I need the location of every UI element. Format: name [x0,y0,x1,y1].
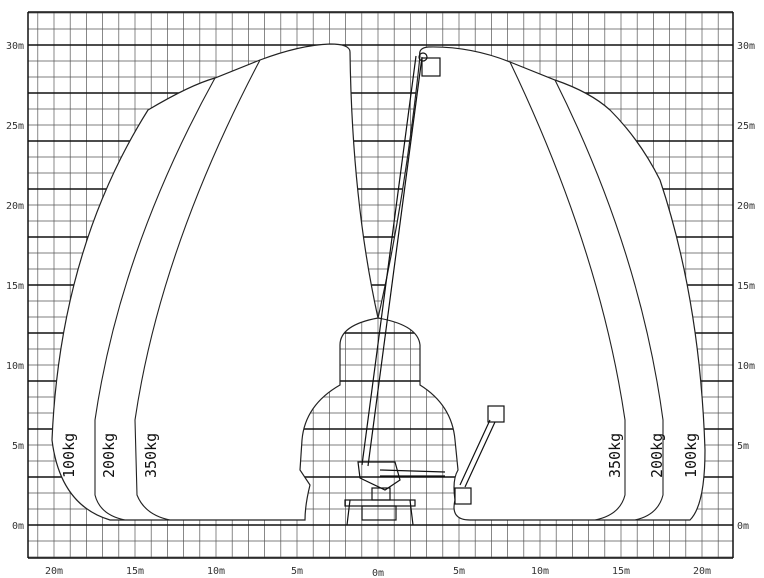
load-curve-200kg-right [554,79,664,521]
load-curve-350kg-right [509,61,626,521]
x-tick-label: 20m [693,566,711,577]
axis-labels: 0m 0m 5m 5m 10m 10m 15m 15m 20m 20m 25m 25m 30m 30m 20… [6,41,755,578]
x-tick-label: 15m [612,566,630,577]
aerial-platform-machine [344,52,505,526]
platform-basket-low [454,487,472,505]
load-label-left-200: 200kg [100,433,118,478]
load-label-right-200: 200kg [648,433,666,478]
load-curve-200kg-left [94,77,216,521]
y-tick-label-left: 30m [6,41,24,52]
y-tick-label-right: 25m [737,121,755,132]
x-tick-label: 10m [531,566,549,577]
load-label-right-100: 100kg [682,433,700,478]
x-tick-label: 20m [45,566,63,577]
y-tick-label-right: 5m [737,441,749,452]
y-tick-label-right: 20m [737,201,755,212]
y-tick-label-left: 5m [12,441,24,452]
x-tick-label: 0m [372,568,384,578]
y-tick-label-right: 10m [737,361,755,372]
platform-basket-mid [487,405,505,423]
x-tick-label: 10m [207,566,225,577]
load-curve-350kg-left [134,59,261,521]
y-tick-label-right: 15m [737,281,755,292]
y-tick-label-left: 20m [6,201,24,212]
y-tick-label-left: 10m [6,361,24,372]
x-tick-label: 15m [126,566,144,577]
working-envelope [51,43,706,521]
y-tick-label-right: 30m [737,41,755,52]
y-tick-label-right: 0m [737,521,749,532]
y-tick-label-left: 25m [6,121,24,132]
x-tick-label: 5m [291,566,303,577]
load-label-right-350: 350kg [606,433,624,478]
platform-basket-top [421,57,441,77]
x-tick-label: 5m [453,566,465,577]
load-label-left-100: 100kg [60,433,78,478]
y-tick-label-left: 15m [6,281,24,292]
y-tick-label-left: 0m [12,521,24,532]
load-label-left-350: 350kg [142,433,160,478]
